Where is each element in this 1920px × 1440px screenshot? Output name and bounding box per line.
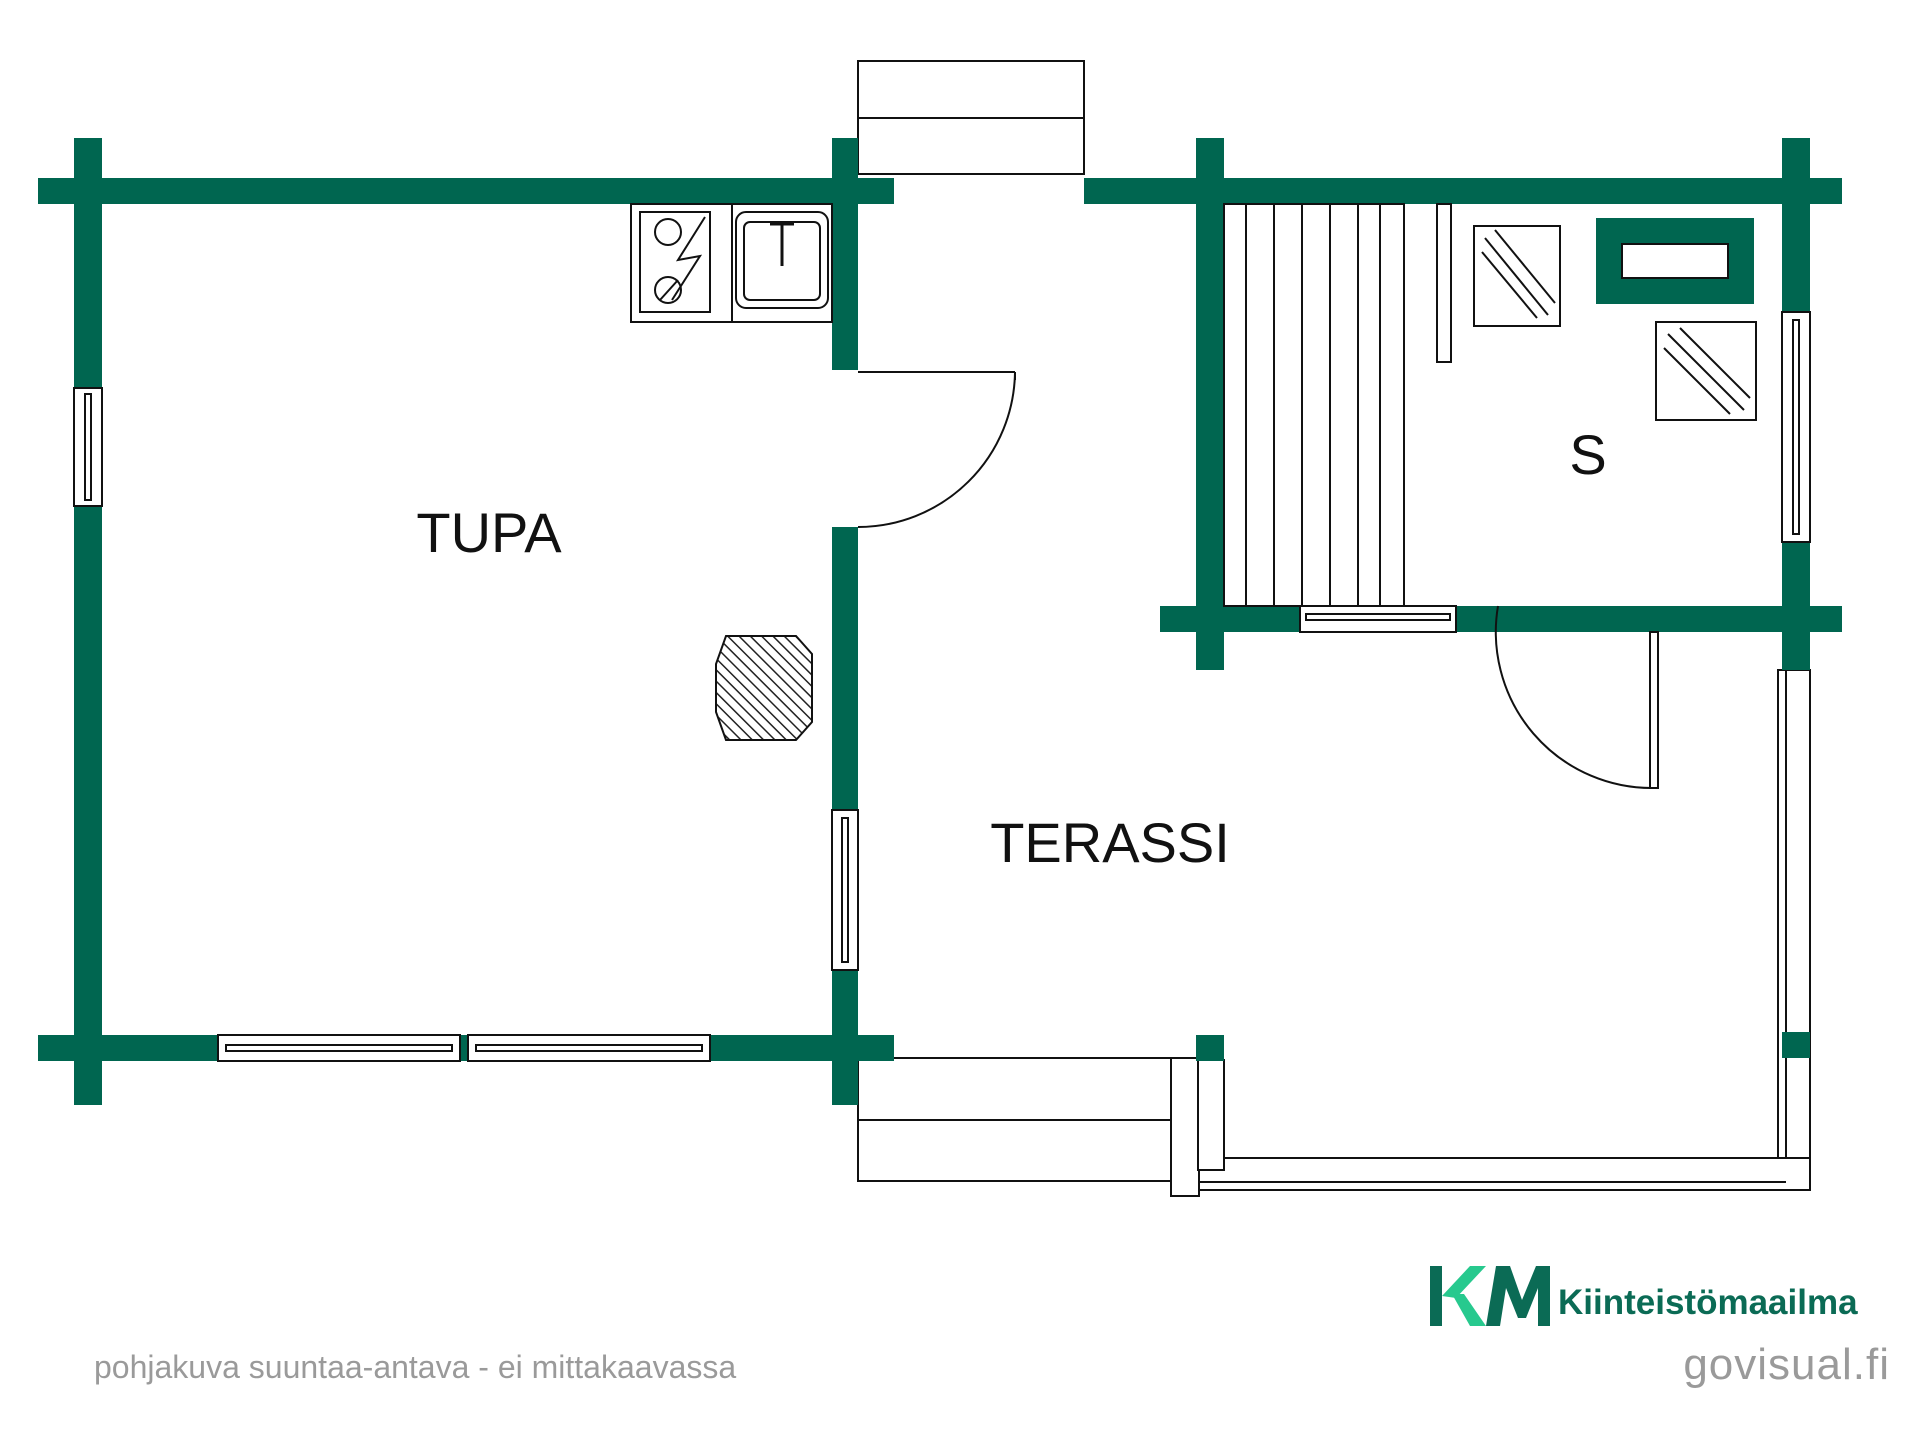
window-sauna-south: [1299, 605, 1457, 633]
kitchen-counter: [630, 203, 833, 323]
room-label-terassi: TERASSI: [990, 811, 1230, 874]
stove-icon: [639, 211, 711, 313]
sauna-benches: [1223, 203, 1452, 607]
shower-tray: [1655, 321, 1757, 421]
window-tupa-south: [217, 1034, 711, 1062]
kiinteistomaailma-logo: Kiinteistömaailma: [1430, 1266, 1858, 1326]
door-tupa: [857, 371, 1016, 528]
window-sauna-east: [1781, 311, 1811, 543]
top-steps: [857, 60, 1085, 175]
bottom-steps: [857, 1057, 1175, 1182]
sauna-tub: [1596, 218, 1754, 304]
window-tupa-west: [73, 387, 103, 507]
credit-text: govisual.fi: [1683, 1340, 1890, 1389]
fireplace: [715, 635, 813, 741]
windows: [73, 311, 1811, 1062]
room-label-tupa: TUPA: [416, 501, 562, 564]
walls: [38, 138, 1842, 1105]
window-tupa-east: [831, 809, 859, 971]
km-logo-icon: [1430, 1266, 1550, 1326]
sauna-stove: [1473, 225, 1561, 327]
door-sauna: [1494, 605, 1659, 790]
disclaimer-text: pohjakuva suuntaa-antava - ei mittakaava…: [94, 1349, 737, 1385]
terrace-railing: [1170, 669, 1811, 1197]
brand-name: Kiinteistömaailma: [1558, 1283, 1858, 1322]
room-label-sauna: S: [1569, 423, 1606, 486]
sink-icon: [735, 211, 829, 309]
